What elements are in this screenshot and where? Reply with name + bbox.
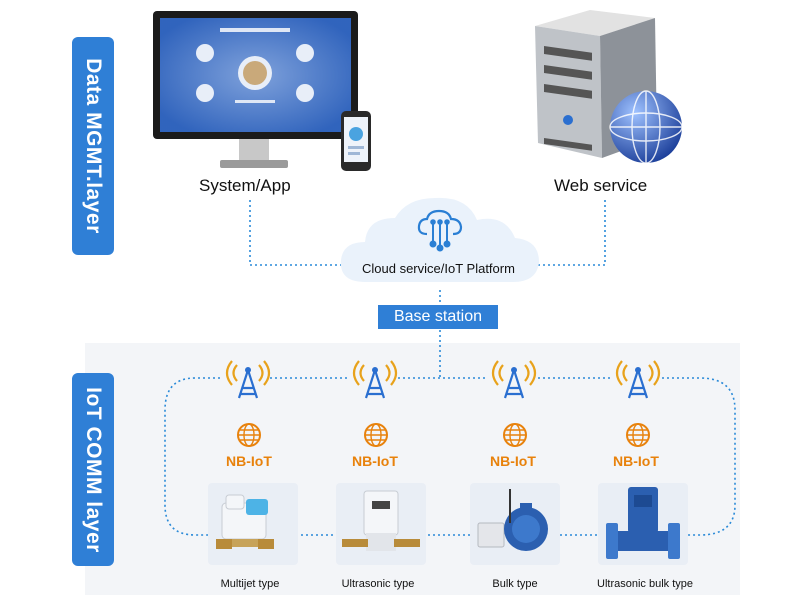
system-app-label: System/App [199,176,291,195]
antenna-icon [491,360,537,399]
globe-icon [609,90,683,164]
ultrasonic-bulk-meter-icon [606,487,680,559]
meter-card-ultrasonic-bulk [598,483,688,565]
meter-caption-ultrasonic: Ultrasonic type [341,578,415,590]
base-station-box: Base station [378,305,498,329]
nb-iot-logo: NB-IoT [352,453,398,469]
nb-iot-globe-icon [237,423,261,447]
ultrasonic-meter-icon [342,490,420,551]
nb-iot-logo: NB-IoT [490,453,536,469]
bulk-meter-icon [477,489,548,551]
antenna-icon [352,360,398,399]
nb-iot-logo: NB-IoT [226,453,272,469]
cloud-label: Cloud service/IoT Platform [362,261,515,276]
meter-caption-ultrasonic-bulk: Ultrasonic bulk type [597,578,693,590]
meter-card-bulk [470,483,560,565]
meter-card-ultrasonic [336,483,426,565]
web-service-label: Web service [554,176,648,195]
antenna-icon [225,360,271,399]
meter-caption-multijet: Multijet type [220,578,280,590]
base-station-label: Base station [393,308,483,325]
monitor-icon [153,11,358,168]
iot-comm-layer-tab: IoT COMM layer [72,373,114,566]
antenna-icon [615,360,661,399]
data-mgmt-layer-tab: Data MGMT.layer [72,37,114,255]
nb-iot-globe-icon [364,423,388,447]
multijet-meter-icon [216,494,274,549]
meter-card-multijet [208,483,298,565]
nb-iot-globe-icon [626,423,650,447]
iot-cloud-icon [417,209,463,252]
nb-iot-logo: NB-IoT [613,453,659,469]
nb-iot-globe-icon [503,423,527,447]
meter-caption-bulk: Bulk type [492,578,538,590]
phone-icon [341,111,371,171]
